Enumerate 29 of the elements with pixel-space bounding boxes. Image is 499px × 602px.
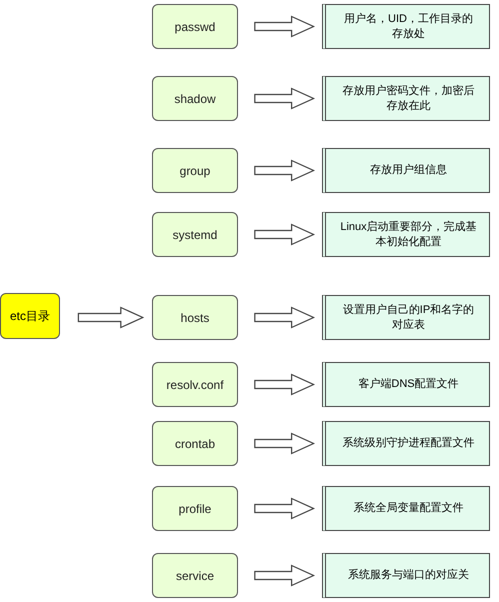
- block-arrow: [78, 306, 144, 328]
- file-name-box: resolv.conf: [152, 362, 238, 407]
- directory-box: etc目录: [0, 293, 60, 339]
- description-box: Linux启动重要部分，完成基本初始化配置: [322, 212, 490, 257]
- description-box: 系统级别守护进程配置文件: [322, 421, 490, 466]
- file-name-box: crontab: [152, 421, 238, 466]
- block-arrow: [254, 432, 316, 454]
- file-name-box: hosts: [152, 295, 238, 340]
- block-arrow: [254, 498, 316, 520]
- block-arrow: [254, 88, 316, 110]
- block-arrow: [254, 306, 316, 328]
- block-arrow: [254, 224, 316, 246]
- file-name-box: profile: [152, 486, 238, 531]
- file-name-box: passwd: [152, 4, 238, 49]
- block-arrow: [254, 564, 316, 586]
- block-arrow: [254, 160, 316, 182]
- description-box: 用户名，UID，工作目录的存放处: [322, 4, 490, 49]
- description-box: 设置用户自己的IP和名字的对应表: [322, 295, 490, 340]
- description-box: 存放用户组信息: [322, 148, 490, 193]
- file-name-box: group: [152, 148, 238, 193]
- file-name-box: service: [152, 553, 238, 598]
- file-name-box: shadow: [152, 76, 238, 121]
- block-arrow: [254, 16, 316, 38]
- block-arrow: [254, 374, 316, 396]
- file-name-box: systemd: [152, 212, 238, 257]
- description-box: 存放用户密码文件，加密后存放在此: [322, 76, 490, 121]
- description-box: 客户端DNS配置文件: [322, 362, 490, 407]
- description-box: 系统全局变量配置文件: [322, 486, 490, 531]
- description-box: 系统服务与端口的对应关: [322, 553, 490, 598]
